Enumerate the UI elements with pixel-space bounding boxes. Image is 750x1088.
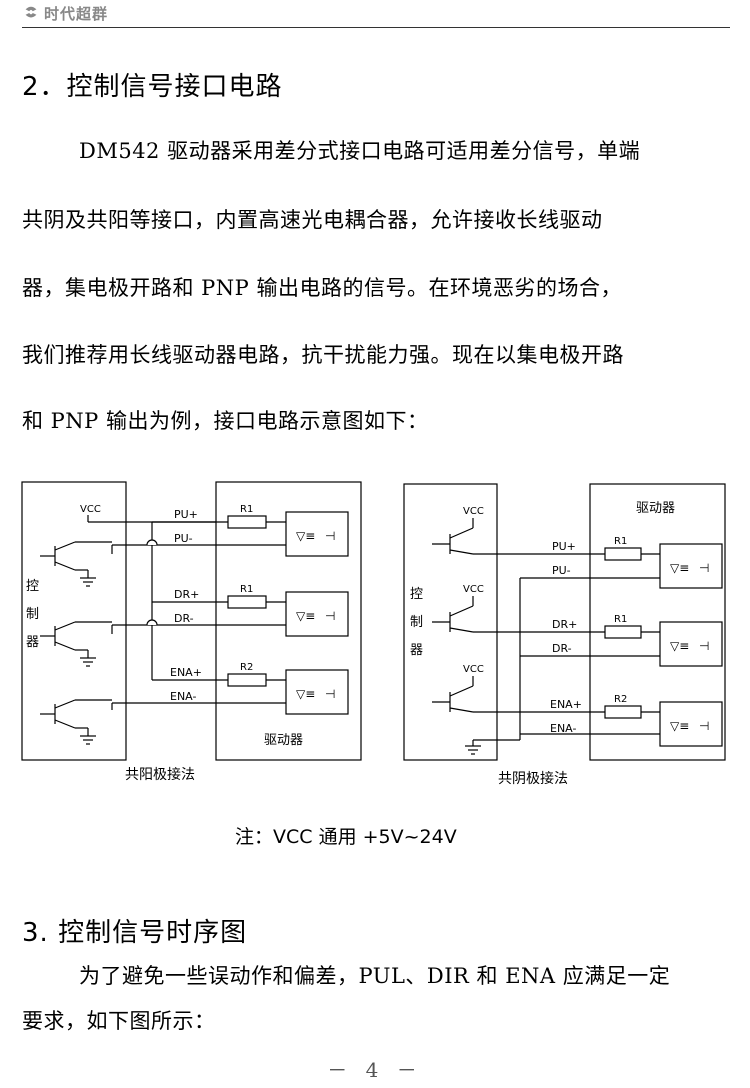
right-signal-ena-plus: ENA+ xyxy=(550,698,582,711)
section-2-title: 2．控制信号接口电路 xyxy=(22,72,283,102)
right-signal-pu-plus: PU+ xyxy=(552,540,576,553)
left-controller-box xyxy=(21,481,127,761)
left-resistor-2: R1 xyxy=(240,584,253,595)
svg-text:⊣: ⊣ xyxy=(699,639,709,653)
svg-text:▽≡: ▽≡ xyxy=(296,609,315,623)
left-signal-ena-plus: ENA+ xyxy=(170,666,202,679)
header-divider xyxy=(22,27,730,28)
right-signal-dr-plus: DR+ xyxy=(552,618,577,631)
right-vcc-label-1: VCC xyxy=(463,506,484,517)
left-controller-char-1: 控 xyxy=(26,579,39,594)
left-controller-char-2: 制 xyxy=(26,607,39,622)
left-resistor-1: R1 xyxy=(240,504,253,515)
svg-text:▽≡: ▽≡ xyxy=(670,561,689,575)
body-line-5: 和 PNP 输出为例，接口电路示意图如下： xyxy=(22,409,429,433)
left-signal-dr-minus: DR- xyxy=(174,612,194,625)
left-driver-label: 驱动器 xyxy=(264,733,303,748)
right-vcc-label-2: VCC xyxy=(463,584,484,595)
left-resistor-3: R2 xyxy=(240,662,253,673)
left-signal-dr-plus: DR+ xyxy=(174,588,199,601)
body-line-4: 我们推荐用长线驱动器电路，抗干扰能力强。现在以集电极开路 xyxy=(22,343,624,367)
left-controller-char-3: 器 xyxy=(26,635,39,650)
right-signal-pu-minus: PU- xyxy=(552,564,571,577)
left-driver-box xyxy=(215,481,362,761)
svg-text:⊣: ⊣ xyxy=(325,609,335,623)
svg-text:▽≡: ▽≡ xyxy=(296,529,315,543)
logo-text: 时代超群 xyxy=(44,4,109,23)
left-vcc-label: VCC xyxy=(80,504,101,515)
left-signal-pu-minus: PU- xyxy=(174,532,193,545)
right-driver-box xyxy=(589,483,726,761)
svg-text:⊣: ⊣ xyxy=(699,719,709,733)
right-driver-label: 驱动器 xyxy=(636,501,675,516)
right-signal-dr-minus: DR- xyxy=(552,642,572,655)
svg-text:⊣: ⊣ xyxy=(325,687,335,701)
svg-text:⊣: ⊣ xyxy=(325,529,335,543)
svg-text:⊣: ⊣ xyxy=(699,561,709,575)
right-controller-char-2: 制 xyxy=(410,615,423,630)
section-3-title: 3. 控制信号时序图 xyxy=(22,918,248,948)
body-line-3: 器，集电极开路和 PNP 输出电路的信号。在环境恶劣的场合， xyxy=(22,276,622,300)
section-3-line-2: 要求，如下图所示： xyxy=(22,1009,216,1033)
body-line-2: 共阴及共阳等接口，内置高速光电耦合器，允许接收长线驱动 xyxy=(22,208,603,232)
svg-text:▽≡: ▽≡ xyxy=(296,687,315,701)
svg-text:▽≡: ▽≡ xyxy=(670,639,689,653)
logo-icon xyxy=(25,6,37,18)
left-signal-ena-minus: ENA- xyxy=(170,690,196,703)
svg-text:▽≡: ▽≡ xyxy=(670,719,689,733)
body-line-1: DM542 驱动器采用差分式接口电路可适用差分信号，单端 xyxy=(79,139,641,163)
vcc-note: 注：VCC 通用 +5V~24V xyxy=(235,826,457,848)
interface-circuit-diagrams: ▽≡⊣ ▽≡⊣ ▽≡⊣ ▽≡⊣ ▽≡⊣ ▽≡⊣ VCC PU+ PU- DR+ … xyxy=(21,481,726,787)
right-signal-ena-minus: ENA- xyxy=(550,722,576,735)
page-number: － 4 － xyxy=(327,1058,423,1082)
right-controller-char-1: 控 xyxy=(410,587,423,602)
right-controller-box xyxy=(403,483,498,761)
right-vcc-label-3: VCC xyxy=(463,664,484,675)
right-resistor-1: R1 xyxy=(614,536,627,547)
left-signal-pu-plus: PU+ xyxy=(174,508,198,521)
right-diagram-caption: 共阴极接法 xyxy=(498,770,568,787)
right-controller-char-3: 器 xyxy=(410,643,423,658)
company-logo: 时代超群 xyxy=(22,2,108,24)
left-diagram-caption: 共阳极接法 xyxy=(125,766,195,783)
right-resistor-2: R1 xyxy=(614,614,627,625)
right-resistor-3: R2 xyxy=(614,694,627,705)
section-3-line-1: 为了避免一些误动作和偏差，PUL、DIR 和 ENA 应满足一定 xyxy=(79,964,671,988)
